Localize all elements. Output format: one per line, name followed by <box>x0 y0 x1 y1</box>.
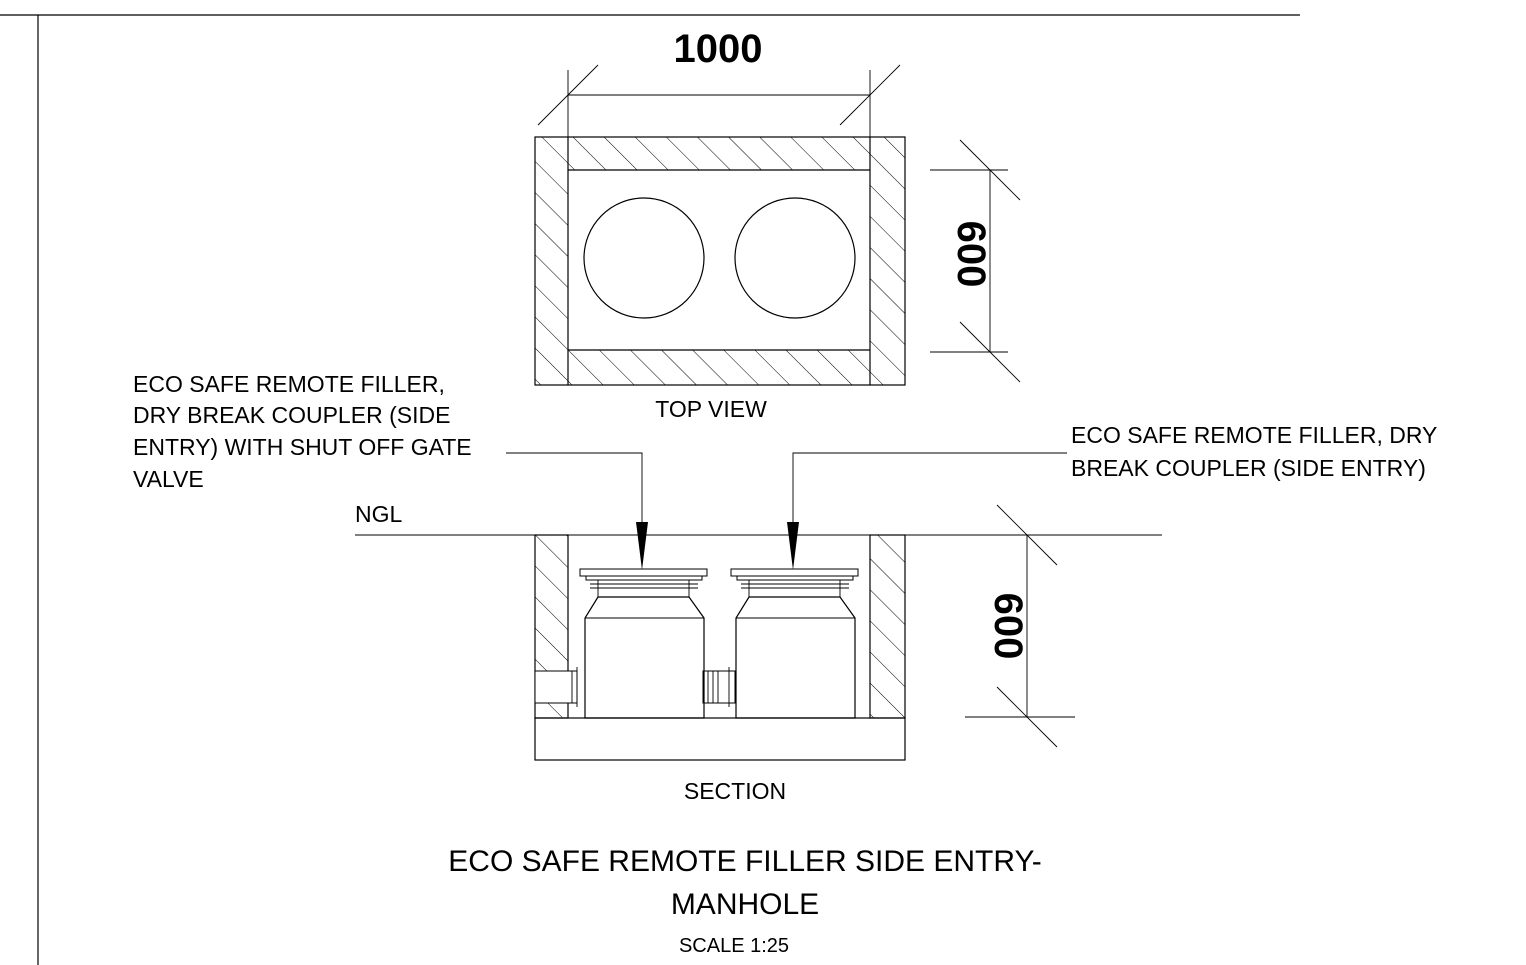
dimension-top-width: 1000 <box>537 27 901 150</box>
section-wall-right <box>869 534 906 719</box>
top-view <box>534 136 906 386</box>
drawing-title-line-2: MANHOLE <box>671 888 819 921</box>
dimension-section-depth-label: 600 <box>986 593 1030 660</box>
left-callout-line-2: DRY BREAK COUPLER (SIDE <box>133 402 450 428</box>
top-view-wall-hatch <box>535 137 905 385</box>
section-base-slab <box>534 717 906 761</box>
section-caption: SECTION <box>684 778 786 804</box>
side-entry-pipe-right <box>702 667 736 707</box>
filler-body-left <box>579 568 708 719</box>
left-callout: ECO SAFE REMOTE FILLER, DRY BREAK COUPLE… <box>133 371 648 570</box>
left-callout-leader <box>506 452 643 525</box>
right-callout-arrowhead <box>787 522 799 570</box>
right-callout-leader <box>792 452 1067 525</box>
left-callout-line-4: VALVE <box>133 466 204 492</box>
sheet-border <box>0 14 1300 965</box>
right-callout-line-2: BREAK COUPLER (SIDE ENTRY) <box>1071 455 1426 481</box>
dimension-top-depth-label: 600 <box>949 221 993 288</box>
dimension-section-depth: 600 <box>965 504 1075 748</box>
dimension-top-depth: 600 <box>930 139 1021 383</box>
right-callout: ECO SAFE REMOTE FILLER, DRY BREAK COUPLE… <box>787 422 1437 570</box>
top-view-caption: TOP VIEW <box>655 396 767 422</box>
side-entry-pipe-left <box>534 667 578 707</box>
right-callout-line-1: ECO SAFE REMOTE FILLER, DRY <box>1071 422 1437 448</box>
section-view: NGL <box>355 501 1162 761</box>
manhole-cover-right <box>734 197 856 319</box>
manhole-cover-left <box>583 197 705 319</box>
left-callout-line-3: ENTRY) WITH SHUT OFF GATE <box>133 434 472 460</box>
drawing-scale: SCALE 1:25 <box>679 935 789 957</box>
left-callout-arrowhead <box>636 522 648 570</box>
filler-body-right <box>730 568 859 719</box>
dimension-top-width-label: 1000 <box>674 27 763 71</box>
top-view-outer-frame <box>534 136 906 386</box>
drawing-title-line-1: ECO SAFE REMOTE FILLER SIDE ENTRY- <box>448 845 1041 878</box>
left-callout-line-1: ECO SAFE REMOTE FILLER, <box>133 371 445 397</box>
ngl-label: NGL <box>355 501 403 527</box>
